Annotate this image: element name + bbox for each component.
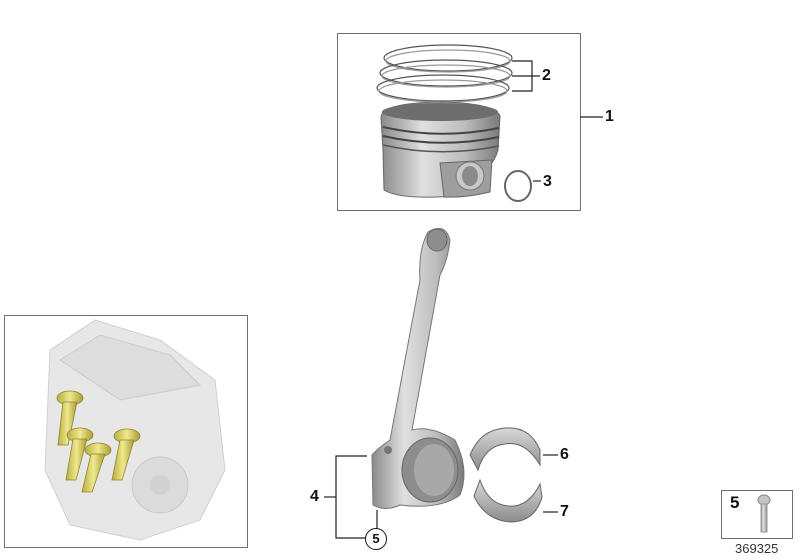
callout-6[interactable]: 6 <box>560 446 569 463</box>
bearing-shell-lower <box>473 478 543 523</box>
bearing-shell-upper <box>469 427 541 472</box>
bolt-detail-box <box>721 490 793 539</box>
callout-2[interactable]: 2 <box>542 67 551 84</box>
piston <box>380 101 501 198</box>
circlip <box>504 170 532 202</box>
piston-rings <box>376 44 513 103</box>
detail-box-label: 5 <box>730 493 740 512</box>
callout-1[interactable]: 1 <box>605 108 614 125</box>
reference-number: 369325 <box>735 541 779 556</box>
leader-lines <box>324 60 603 539</box>
highlighted-pistons <box>56 390 141 493</box>
callout-7[interactable]: 7 <box>560 503 569 520</box>
callout-5-circled[interactable]: 5 <box>365 528 387 550</box>
connecting-rod <box>371 227 465 509</box>
bolt-illustration <box>757 494 771 533</box>
callout-4[interactable]: 4 <box>310 488 319 505</box>
callout-3[interactable]: 3 <box>543 173 552 190</box>
